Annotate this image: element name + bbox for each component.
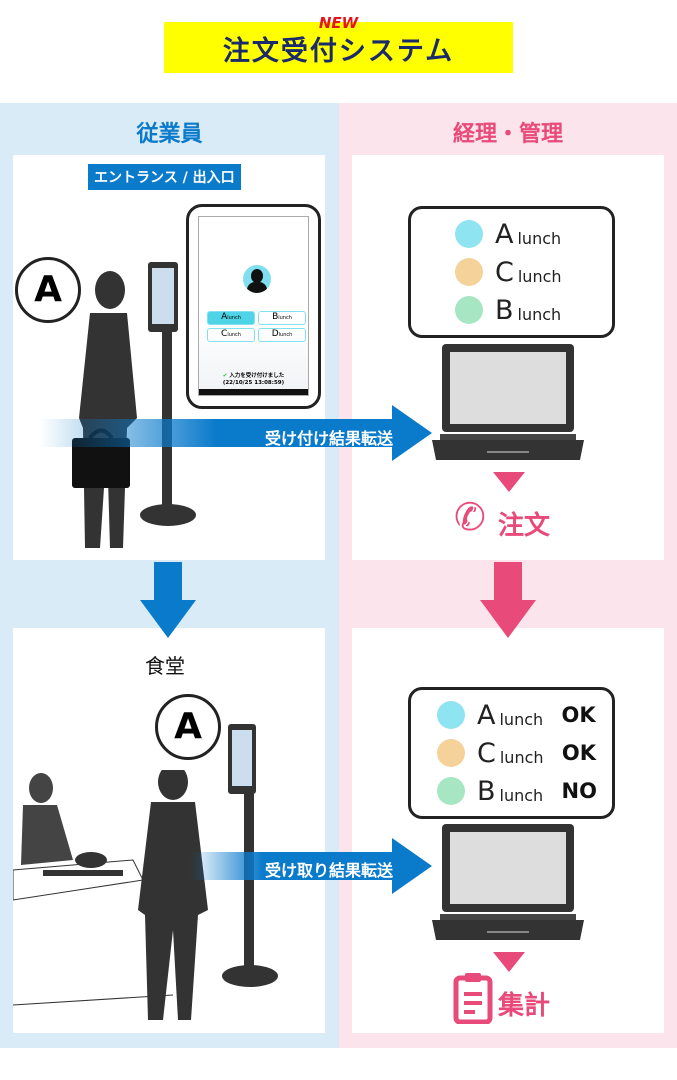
page-title: 注文受付システム	[222, 36, 455, 67]
phone-icon: ✆	[454, 495, 486, 539]
speech-letter: A	[34, 269, 62, 310]
status-label: NO	[561, 779, 597, 803]
cafeteria-scene-icon	[13, 770, 208, 1020]
speech-bubble-cafeteria: A	[155, 694, 221, 760]
transfer-label-1: 受け付け結果転送	[265, 429, 394, 448]
small-down-arrow-2	[493, 952, 525, 972]
confirmation-timestamp: (22/10/25 13:08:59)	[222, 380, 285, 386]
title-banner: NEW 注文受付システム	[164, 14, 513, 73]
kiosk-stand-icon-2	[222, 724, 278, 987]
transfer-arrow-2	[190, 838, 432, 894]
avatar	[437, 739, 465, 767]
lunch-buttons: Alunch Blunch Clunch Dlunch	[207, 311, 306, 342]
speech-bubble: A	[15, 257, 81, 323]
status-label: OK	[561, 741, 596, 765]
small-down-arrow	[493, 472, 525, 492]
manager-heading: 経理・管理	[452, 122, 563, 147]
laptop-icon-2	[432, 824, 584, 940]
check-icon: ✔	[222, 373, 228, 379]
transfer-arrow-1	[40, 405, 432, 461]
order-action-label: 注文	[498, 511, 551, 541]
avatar	[455, 296, 483, 324]
lunch-button-d[interactable]: Dlunch	[258, 328, 306, 342]
laptop-icon	[432, 344, 584, 460]
speech-letter: A	[174, 706, 202, 747]
down-arrow-blue	[140, 562, 196, 638]
status-label: OK	[561, 703, 596, 727]
lunch-button-b[interactable]: Blunch	[258, 311, 306, 325]
avatar	[437, 701, 465, 729]
entrance-label: エントランス / 出入口	[88, 164, 241, 190]
tablet-screen: Alunch Blunch Clunch Dlunch ✔ 入力を受け付けました…	[198, 216, 309, 396]
tablet-callout: Alunch Blunch Clunch Dlunch ✔ 入力を受け付けました…	[186, 204, 321, 409]
lunch-button-c[interactable]: Clunch	[207, 328, 255, 342]
lunch-button-a[interactable]: Alunch	[207, 311, 255, 325]
user-avatar	[243, 265, 271, 293]
employee-heading: 従業員	[136, 122, 203, 147]
transfer-label-2: 受け取り結果転送	[265, 861, 394, 880]
avatar	[455, 258, 483, 286]
down-arrow-pink	[480, 562, 536, 638]
nav-bar	[199, 389, 308, 395]
confirmation-message: ✔ 入力を受け付けました(22/10/25 13:08:59)	[222, 373, 285, 386]
avatar	[437, 777, 465, 805]
new-badge: NEW	[318, 14, 359, 32]
tally-action-label: 集計	[498, 991, 551, 1021]
avatar	[455, 220, 483, 248]
clipboard-icon	[453, 973, 493, 1024]
cafeteria-label: 食堂	[145, 654, 185, 678]
